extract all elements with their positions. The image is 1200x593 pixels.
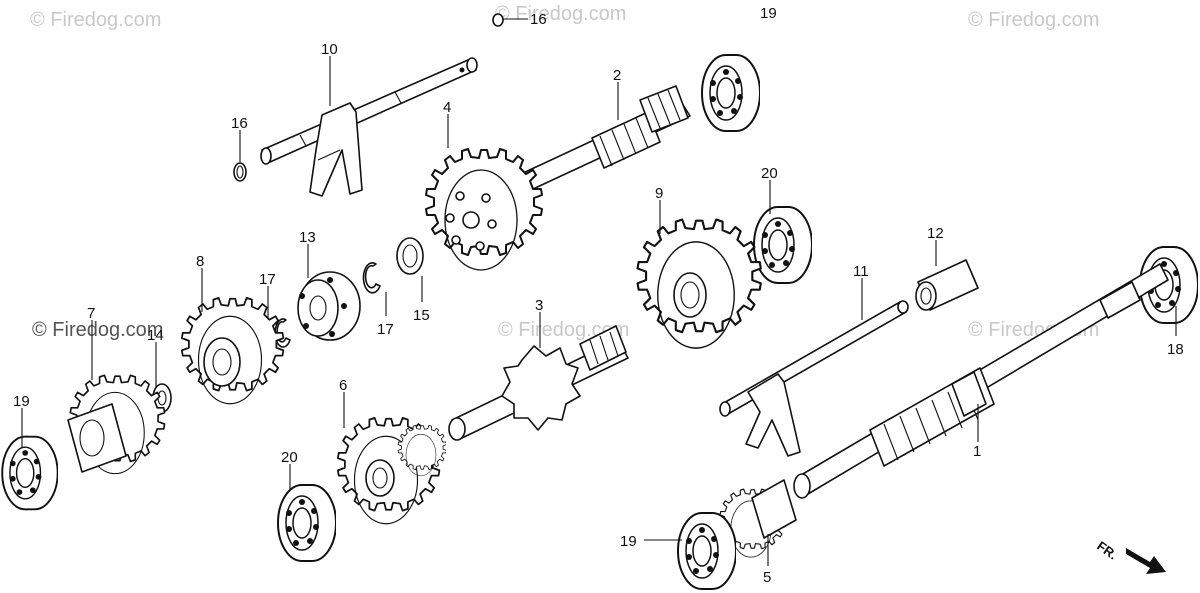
part-6-gear bbox=[336, 416, 446, 525]
part-19-bearing-left bbox=[1, 435, 58, 511]
callout-11: 11 bbox=[853, 263, 869, 280]
callout-14: 14 bbox=[147, 327, 164, 344]
callout-5: 5 bbox=[763, 569, 771, 586]
callout-10: 10 bbox=[321, 41, 338, 58]
callout-15: 15 bbox=[413, 307, 430, 324]
callout-3: 3 bbox=[535, 297, 543, 314]
part-15-washer bbox=[396, 237, 424, 275]
callout-13: 13 bbox=[299, 229, 316, 246]
callout-1: 1 bbox=[973, 443, 981, 460]
part-20-bearing-lower bbox=[277, 484, 336, 562]
callout-6: 6 bbox=[339, 377, 347, 394]
part-7-gear bbox=[67, 374, 166, 475]
callout-18: 18 bbox=[1167, 341, 1184, 358]
part-9-large-gear bbox=[636, 218, 762, 350]
front-direction-marker: FR. bbox=[1094, 538, 1166, 574]
part-19-bearing-bottom bbox=[677, 512, 736, 590]
callout-16-top: 16 bbox=[530, 11, 547, 28]
callout-7: 7 bbox=[87, 305, 95, 322]
leader-lines bbox=[21, 18, 1177, 566]
part-2-countershaft bbox=[503, 85, 691, 199]
callout-20-upper: 20 bbox=[761, 165, 778, 182]
watermark-top-right: © Firedog.com bbox=[968, 9, 1099, 31]
part-3-output-shaft bbox=[448, 325, 629, 441]
callout-9: 9 bbox=[655, 185, 663, 202]
callout-17-left: 17 bbox=[259, 271, 276, 288]
part-10-shift-fork-shaft bbox=[260, 57, 478, 197]
part-16-circlip-top bbox=[492, 13, 504, 27]
front-arrow-icon bbox=[1126, 548, 1166, 574]
part-16-circlip-left bbox=[233, 162, 247, 182]
callout-19-left: 19 bbox=[13, 393, 30, 410]
part-13-hub bbox=[297, 271, 361, 341]
callout-2: 2 bbox=[613, 67, 621, 84]
callout-19-top: 19 bbox=[760, 5, 777, 22]
watermark-top-center: © Firedog.com bbox=[495, 3, 626, 25]
part-20-bearing-upper bbox=[753, 206, 812, 284]
front-label: FR. bbox=[1094, 538, 1120, 562]
watermark-left: © Firedog.com bbox=[32, 319, 163, 341]
part-12-collar bbox=[915, 259, 979, 311]
part-5-gear bbox=[719, 479, 797, 558]
callout-20-lower: 20 bbox=[281, 449, 298, 466]
part-1-mainshaft bbox=[793, 263, 1169, 499]
callout-16-left: 16 bbox=[231, 115, 248, 132]
watermark-top-left: © Firedog.com bbox=[30, 9, 161, 31]
part-4-gear bbox=[424, 147, 544, 272]
callout-19-bottom: 19 bbox=[620, 533, 637, 550]
part-19-bearing-top bbox=[701, 54, 760, 132]
callout-17-right: 17 bbox=[377, 321, 394, 338]
part-17-circlip-right bbox=[362, 262, 381, 294]
callout-labels: 1 2 3 4 5 6 7 8 9 10 11 12 13 14 15 16 1… bbox=[13, 5, 1184, 586]
callout-4: 4 bbox=[443, 99, 451, 116]
part-8-gear bbox=[180, 296, 285, 405]
part-11-shift-fork-shaft bbox=[719, 300, 909, 457]
callout-8: 8 bbox=[196, 253, 204, 270]
callout-12: 12 bbox=[927, 225, 944, 242]
